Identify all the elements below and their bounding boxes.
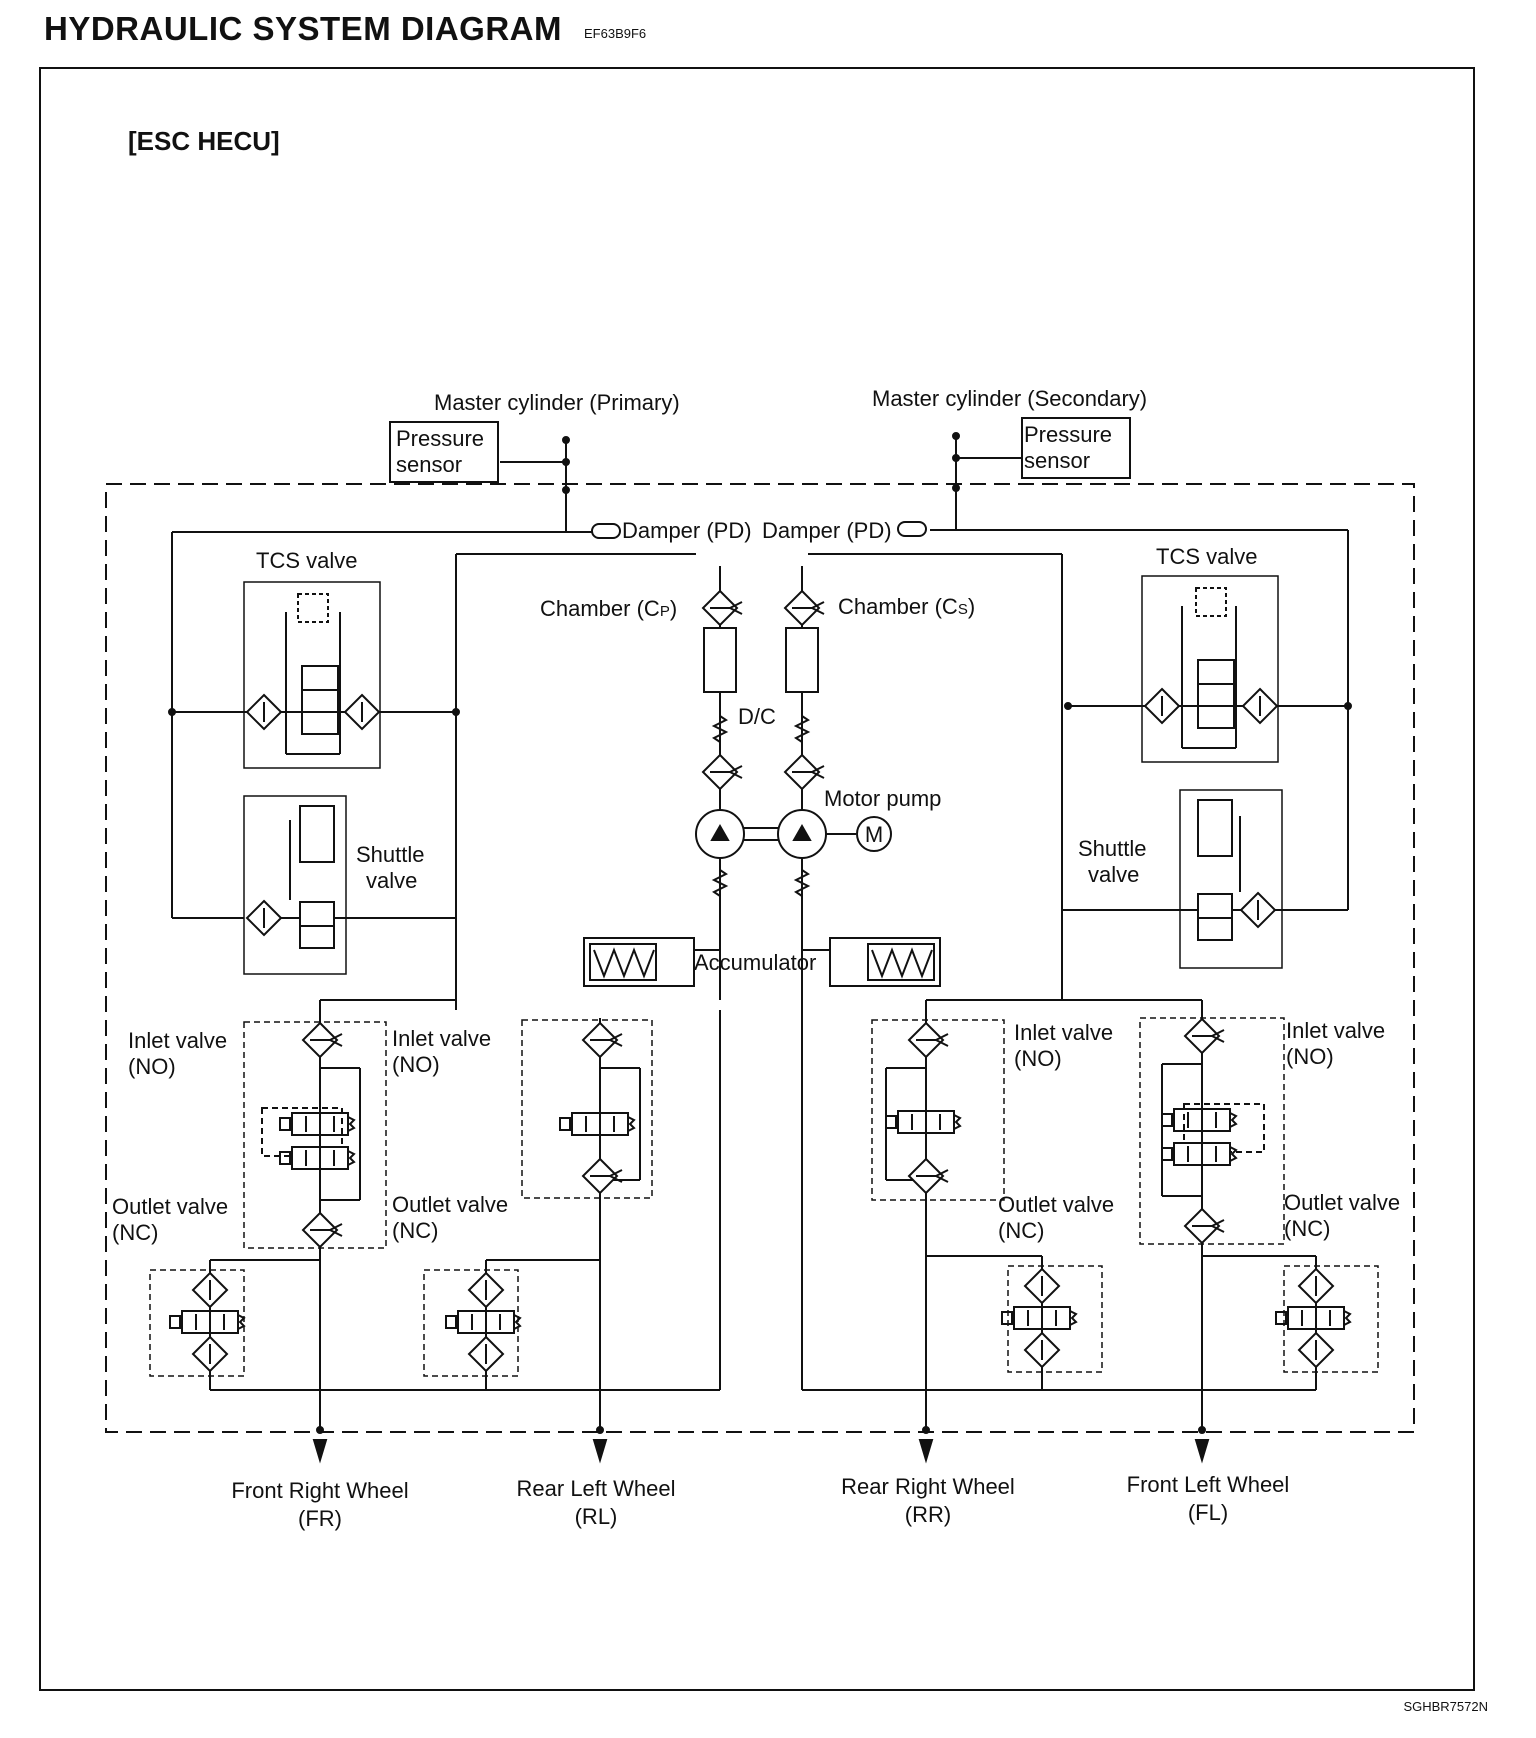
label-outlet-rr-nc: (NC) (998, 1218, 1044, 1243)
circuit-fr (149, 999, 456, 1464)
label-pressure-left: Pressure (396, 426, 484, 451)
label-inlet-rr: Inlet valve (1014, 1020, 1113, 1045)
label-inlet-fl: Inlet valve (1286, 1018, 1385, 1043)
label-chamber-cs: Chamber (CS) (838, 594, 975, 619)
label-inlet-rl: Inlet valve (392, 1026, 491, 1051)
accumulator-right (802, 937, 941, 987)
label-accumulator: Accumulator (694, 950, 816, 975)
label-tcs-right: TCS valve (1156, 544, 1257, 569)
label-shuttle-left-2: valve (366, 868, 417, 893)
circuit-rr (871, 999, 1103, 1464)
label-tcs-left: TCS valve (256, 548, 357, 573)
label-sensor-right: sensor (1024, 448, 1090, 473)
label-pressure-right: Pressure (1024, 422, 1112, 447)
hecu-boundary (105, 483, 1415, 1433)
tcs-valve-left (168, 532, 460, 918)
label-shuttle-left-1: Shuttle (356, 842, 425, 867)
shuttle-valve-right (1062, 789, 1348, 969)
label-wheel-fr: Front Right Wheel (231, 1478, 408, 1503)
label-outlet-fl: Outlet valve (1284, 1190, 1400, 1215)
label-inlet-rl-no: (NO) (392, 1052, 440, 1077)
circuit-fl (1062, 999, 1379, 1464)
page-title: HYDRAULIC SYSTEM DIAGRAM (44, 10, 563, 47)
label-wheel-rr: Rear Right Wheel (841, 1474, 1015, 1499)
label-inlet-fl-no: (NO) (1286, 1044, 1334, 1069)
pump-circuit (455, 553, 1063, 1010)
label-mc-secondary: Master cylinder (Secondary) (872, 386, 1147, 411)
label-shuttle-right-2: valve (1088, 862, 1139, 887)
master-cylinder-secondary-line (897, 432, 1348, 537)
figure-code: SGHBR7572N (1403, 1699, 1488, 1714)
label-inlet-fr-no: (NO) (128, 1054, 176, 1079)
shuttle-valve-left (172, 795, 456, 975)
tcs-valve-right (1064, 530, 1352, 910)
label-damper-left: Damper (PD) (622, 518, 752, 543)
circuit-rl (423, 1018, 653, 1464)
label-outlet-fr-nc: (NC) (112, 1220, 158, 1245)
label-outlet-rr: Outlet valve (998, 1192, 1114, 1217)
accumulator-left (583, 937, 720, 987)
label-inlet-fr: Inlet valve (128, 1028, 227, 1053)
label-wheel-fl-code: (FL) (1188, 1500, 1228, 1525)
label-wheel-rl-code: (RL) (575, 1504, 618, 1529)
label-outlet-fr: Outlet valve (112, 1194, 228, 1219)
label-wheel-fr-code: (FR) (298, 1506, 342, 1531)
label-sensor-left: sensor (396, 452, 462, 477)
outer-frame (39, 67, 1475, 1691)
label-motor-m: M (865, 822, 883, 847)
label-motor-pump: Motor pump (824, 786, 941, 811)
document-code: EF63B9F6 (584, 26, 647, 41)
label-dc: D/C (738, 704, 776, 729)
master-cylinder-primary-line (172, 436, 621, 539)
label-wheel-fl: Front Left Wheel (1127, 1472, 1290, 1497)
label-shuttle-right-1: Shuttle (1078, 836, 1147, 861)
diagram-subtitle: [ESC HECU] (128, 126, 280, 156)
pressure-sensor-primary (389, 421, 499, 483)
label-outlet-rl-nc: (NC) (392, 1218, 438, 1243)
label-outlet-fl-nc: (NC) (1284, 1216, 1330, 1241)
label-wheel-rr-code: (RR) (905, 1502, 951, 1527)
label-chamber-cp: Chamber (CP) (540, 596, 677, 621)
label-inlet-rr-no: (NO) (1014, 1046, 1062, 1071)
label-wheel-rl: Rear Left Wheel (517, 1476, 676, 1501)
label-mc-primary: Master cylinder (Primary) (434, 390, 680, 415)
pressure-sensor-secondary (1021, 417, 1131, 479)
label-damper-right: Damper (PD) (762, 518, 892, 543)
label-outlet-rl: Outlet valve (392, 1192, 508, 1217)
